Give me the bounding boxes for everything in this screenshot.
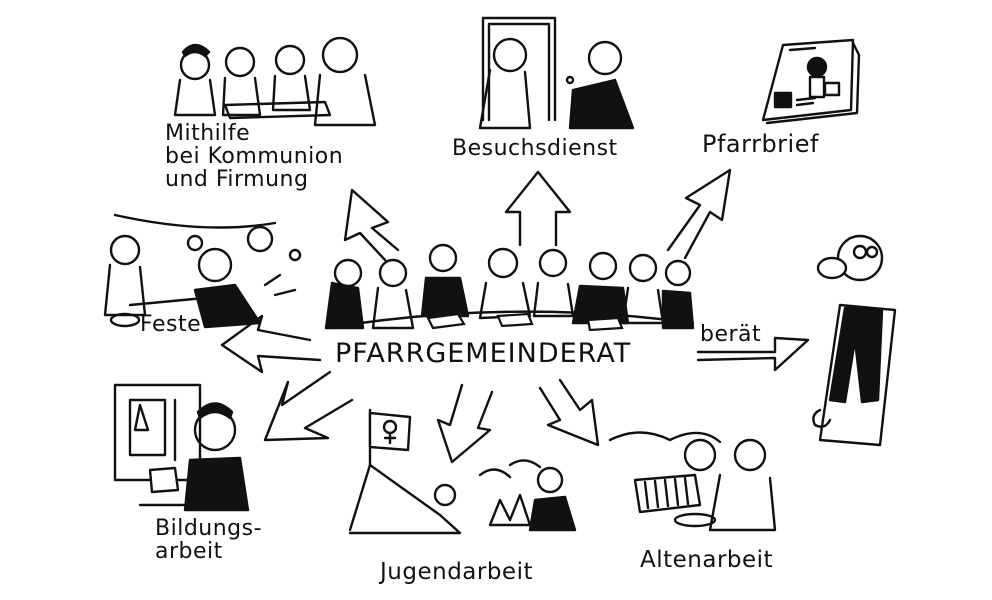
task-label-besuchsdienst: Besuchsdienst [452, 136, 618, 161]
arrow-to-feste-icon [220, 314, 322, 374]
task-label-bildungsarbeit: Bildungs- arbeit [155, 516, 263, 565]
bildungsarbeit-illustration [113, 383, 250, 512]
arrow-to-besuchsdienst-icon [504, 170, 572, 247]
besuchsdienst-illustration [478, 16, 635, 130]
jugendarbeit-illustration [348, 408, 577, 535]
arrow-to-kommunion-icon [343, 188, 400, 262]
arrow-to-bildungsarbeit-icon [263, 370, 354, 442]
feste-illustration [103, 213, 302, 329]
pfarrbrief-illustration [761, 38, 861, 125]
task-label-altenarbeit: Altenarbeit [640, 547, 774, 573]
task-label-pfarrbrief: Pfarrbrief [702, 130, 819, 158]
center-label-pfarrgemeinderat: PFARRGEMEINDERAT [335, 338, 632, 369]
arrow-to-altenarbeit-icon [538, 378, 600, 447]
task-label-kommunion: Mithilfe bei Kommunion und Firmung [165, 121, 344, 193]
altenarbeit-illustration [608, 431, 777, 532]
council-table-illustration [324, 243, 695, 332]
arrow-berat-icon [696, 336, 810, 372]
kommunion-illustration [173, 36, 377, 127]
priest-illustration [812, 234, 897, 447]
arrow-to-jugendarbeit-icon [436, 383, 494, 464]
advises-label: berät [700, 322, 762, 347]
arrow-to-pfarrbrief-icon [666, 168, 732, 260]
task-label-feste: Feste [140, 312, 202, 337]
task-label-jugendarbeit: Jugendarbeit [380, 559, 533, 585]
